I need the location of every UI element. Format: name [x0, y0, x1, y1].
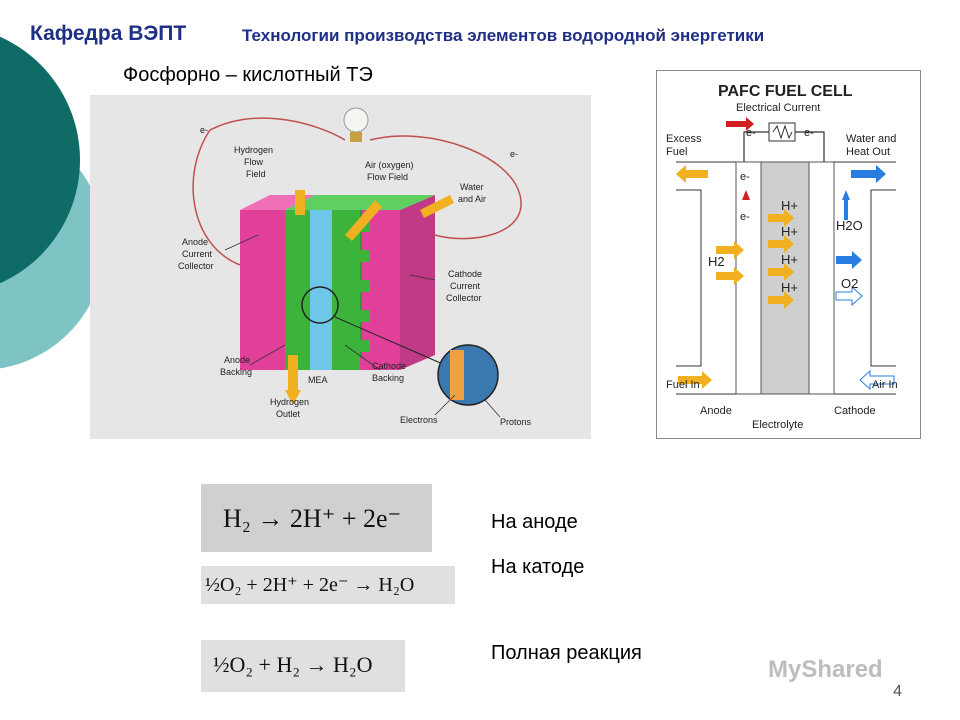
anode-collector-front [240, 210, 285, 370]
fuel-channel-wall [676, 189, 702, 367]
h2o-label: H2O [836, 218, 863, 233]
e-right-label: e- [804, 127, 814, 139]
oxygen-arrow [835, 285, 863, 307]
fuel-in-label: Fuel In [666, 379, 700, 391]
water-outlet-arrow [420, 195, 454, 218]
label-cathode-backing-1: Cathode [372, 361, 406, 371]
cathode-collector-side [400, 195, 435, 370]
fuel-in-arrow [678, 371, 712, 389]
excess-fuel-label-2: Fuel [666, 146, 687, 158]
light-bulb-icon [343, 107, 369, 133]
hplus-label-2: H+ [781, 224, 798, 239]
air-channel-wall [870, 189, 896, 367]
decor-circle-dark [0, 36, 80, 284]
decorative-circles [0, 36, 100, 369]
hydrogen-outlet-arrowhead [285, 390, 301, 405]
resistor-zigzag [772, 124, 793, 140]
slide-subtitle: Фосфорно – кислотный ТЭ [123, 64, 373, 86]
label-air-flow-2: Flow Field [367, 172, 408, 182]
current-arrow-icon [726, 117, 754, 131]
circuit-wire-left [192, 129, 241, 266]
anode-label: Anode [700, 405, 732, 417]
stack-top-face [285, 195, 435, 210]
page-number: 4 [893, 683, 902, 700]
hplus-label-1: H+ [781, 198, 798, 213]
air-inlet-arrow [345, 200, 382, 241]
page-title: Кафедра ВЭПТ [30, 22, 187, 45]
e-column-label-2: e- [740, 211, 750, 223]
label-hydrogen-flow-3: Field [246, 169, 266, 179]
magnifier-circle-large [437, 344, 499, 406]
electrolyte-label: Electrolyte [752, 419, 803, 431]
cathode-label-ru: На катоде [491, 556, 585, 578]
label-anode-backing-2: Backing [220, 367, 252, 377]
label-hydrogen-outlet-2: Outlet [276, 409, 301, 419]
cathode-label: Cathode [834, 405, 876, 417]
cathode-equation: ½O₂ + 2H⁺ + 2e⁻ → H₂O [205, 574, 415, 596]
magnifier-circle-small [301, 286, 339, 324]
label-cathode-cc-1: Cathode [448, 269, 482, 279]
excess-fuel-label-1: Excess [666, 133, 702, 145]
label-hydrogen-flow-1: Hydrogen [234, 145, 273, 155]
label-electrons: Electrons [400, 415, 438, 425]
membrane [310, 210, 332, 370]
page-subtitle: Технологии производства элементов водоро… [242, 26, 765, 45]
label-mea: MEA [308, 375, 328, 385]
label-hydrogen-flow-2: Flow [244, 157, 264, 167]
label-protons: Protons [500, 417, 532, 427]
label-leader-lines [224, 234, 501, 418]
total-label-ru: Полная реакция [491, 642, 642, 664]
resistor-icon [768, 122, 796, 142]
label-electron-right: e- [510, 149, 518, 159]
schematic-title: PAFC FUEL CELL [718, 83, 853, 100]
air-in-label: Air In [872, 379, 898, 391]
label-water-air-1: Water [460, 182, 484, 192]
hplus-label-3: H+ [781, 252, 798, 267]
e-left-label: e- [746, 127, 756, 139]
anode-equation: H₂ → 2H⁺ + 2e⁻ [223, 504, 402, 533]
circuit-wire-top-left [209, 117, 346, 141]
cathode-equation-box: ½O₂ + 2H⁺ + 2e⁻ → H₂O [201, 566, 455, 604]
e-column-label-1: e- [740, 171, 750, 183]
label-cathode-backing-2: Backing [372, 373, 404, 383]
hydrogen-arrows [716, 209, 794, 309]
magnified-electrode [450, 350, 464, 400]
o2-label: O2 [841, 276, 858, 291]
pafc-schematic-diagram: PAFC FUEL CELL Electrical Current e- e- … [656, 70, 921, 439]
h2-label: H2 [708, 254, 725, 269]
anode-equation-box: H₂ → 2H⁺ + 2e⁻ [201, 484, 432, 552]
cathode-layer [808, 161, 835, 395]
label-anode-cc-3: Collector [178, 261, 214, 271]
hydrogen-inlet-arrow [295, 190, 305, 215]
total-equation-box: ½O₂ + H₂ → H₂O [201, 640, 405, 692]
label-hydrogen-outlet-1: Hydrogen [270, 397, 309, 407]
anode-backing [285, 210, 310, 370]
water-heat-arrow [851, 165, 886, 183]
electrical-current-label: Electrical Current [736, 102, 820, 114]
bulb-base [350, 132, 362, 142]
label-air-flow-1: Air (oxygen) [365, 160, 414, 170]
label-cathode-cc-2: Current [450, 281, 481, 291]
water-arrows [836, 190, 862, 269]
anode-label-ru: На аноде [491, 511, 578, 533]
pafc-3d-diagram: e- e- Hydrogen Flow Field Air (oxygen) F… [90, 95, 591, 439]
label-anode-backing-1: Anode [224, 355, 250, 365]
electron-arrow-up [742, 190, 750, 200]
hplus-label-4: H+ [781, 280, 798, 295]
watermark-logo: MyShared [768, 656, 883, 683]
excess-fuel-arrow [676, 165, 708, 183]
total-equation: ½O₂ + H₂ → H₂O [213, 652, 373, 677]
label-anode-cc-1: Anode [182, 237, 208, 247]
air-in-arrow [859, 369, 895, 391]
circuit-wire-right [369, 135, 522, 240]
magnifier-line [334, 316, 446, 366]
hydrogen-outlet-arrow [288, 355, 298, 390]
label-anode-cc-2: Current [182, 249, 213, 259]
water-heat-label-2: Heat Out [846, 146, 890, 158]
label-water-air-2: and Air [458, 194, 486, 204]
water-heat-label-1: Water and [846, 133, 896, 145]
label-cathode-cc-3: Collector [446, 293, 482, 303]
label-electron-left: e- [200, 125, 208, 135]
